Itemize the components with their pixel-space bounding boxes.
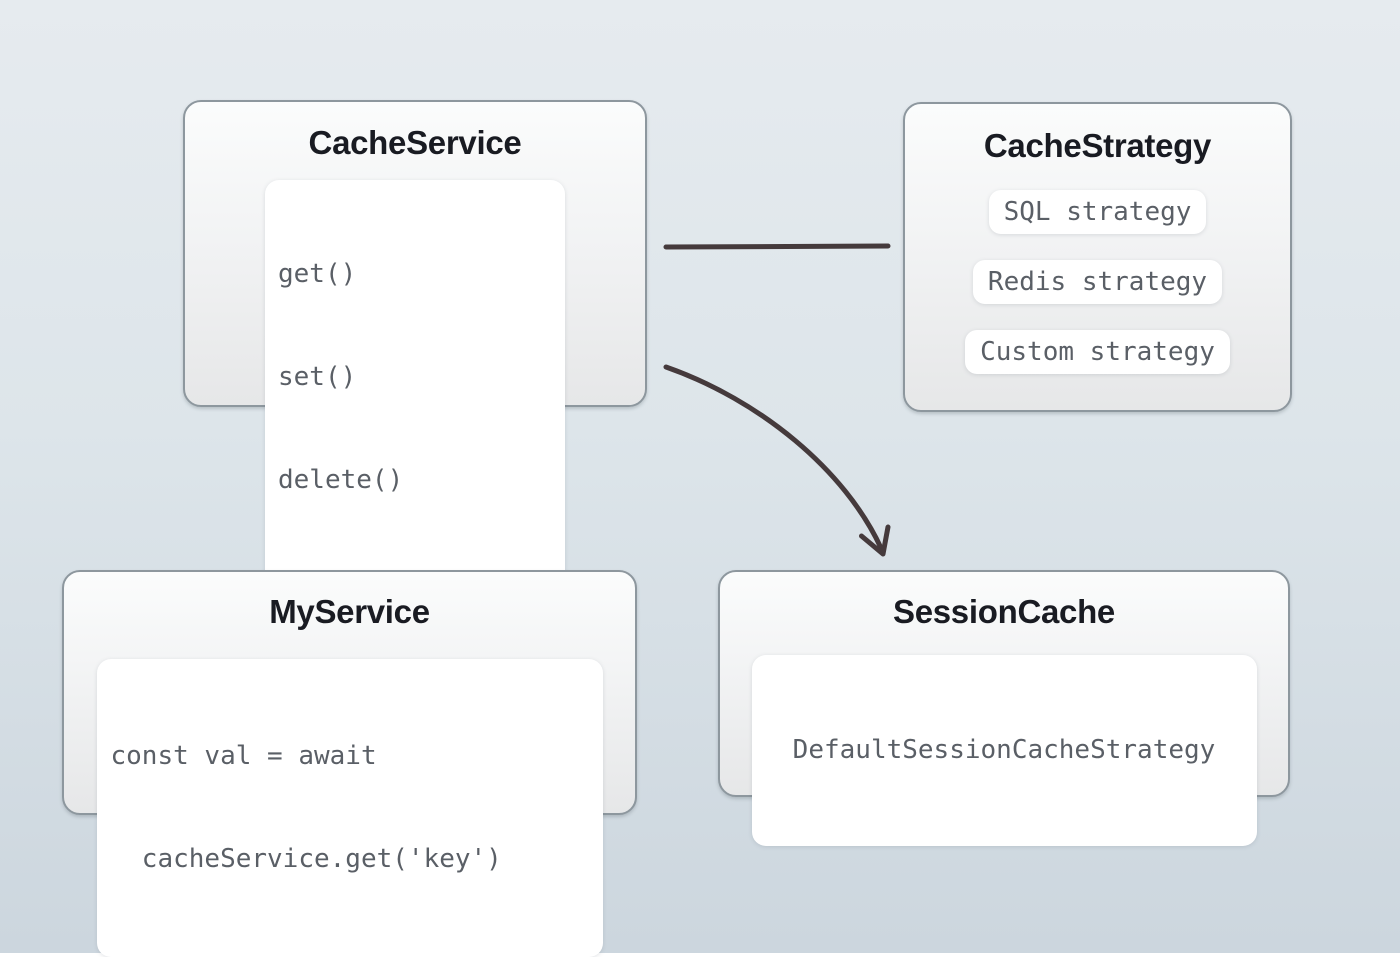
node-session-cache-title: SessionCache [892, 593, 1115, 630]
code-line-1: const val = await [110, 741, 377, 771]
node-my-service-title: MyService [269, 593, 430, 630]
node-session-cache: SessionCache DefaultSessionCacheStrategy [718, 570, 1290, 846]
connector-cacheservice-to-cachestrategy [663, 243, 891, 250]
strategy-pill-custom: Custom strategy [965, 330, 1230, 374]
node-cache-strategy-title: CacheStrategy [983, 127, 1212, 164]
session-cache-strategy-card: DefaultSessionCacheStrategy [751, 655, 1257, 846]
code-line-2: cacheService.get('key') [110, 844, 502, 874]
node-cache-strategy: CacheStrategy SQL strategy Redis strateg… [903, 102, 1292, 412]
node-cache-service-title: CacheService [308, 124, 522, 161]
strategy-pill-stack: SQL strategy Redis strategy Custom strat… [905, 190, 1290, 374]
strategy-pill-sql: SQL strategy [988, 190, 1207, 234]
method-delete: delete() [278, 465, 404, 495]
method-set: set() [278, 362, 357, 392]
node-my-service: MyService const val = await cacheService… [62, 570, 637, 957]
default-session-cache-strategy-label: DefaultSessionCacheStrategy [792, 735, 1216, 765]
my-service-code-card: const val = await cacheService.get('key'… [96, 659, 603, 957]
method-get: get() [278, 259, 357, 289]
arrowhead-sessioncache [859, 524, 891, 557]
node-cache-service: CacheService get() set() delete() invali… [183, 100, 647, 678]
strategy-pill-redis: Redis strategy [972, 260, 1223, 304]
arrow-cacheservice-to-sessioncache [663, 364, 891, 557]
